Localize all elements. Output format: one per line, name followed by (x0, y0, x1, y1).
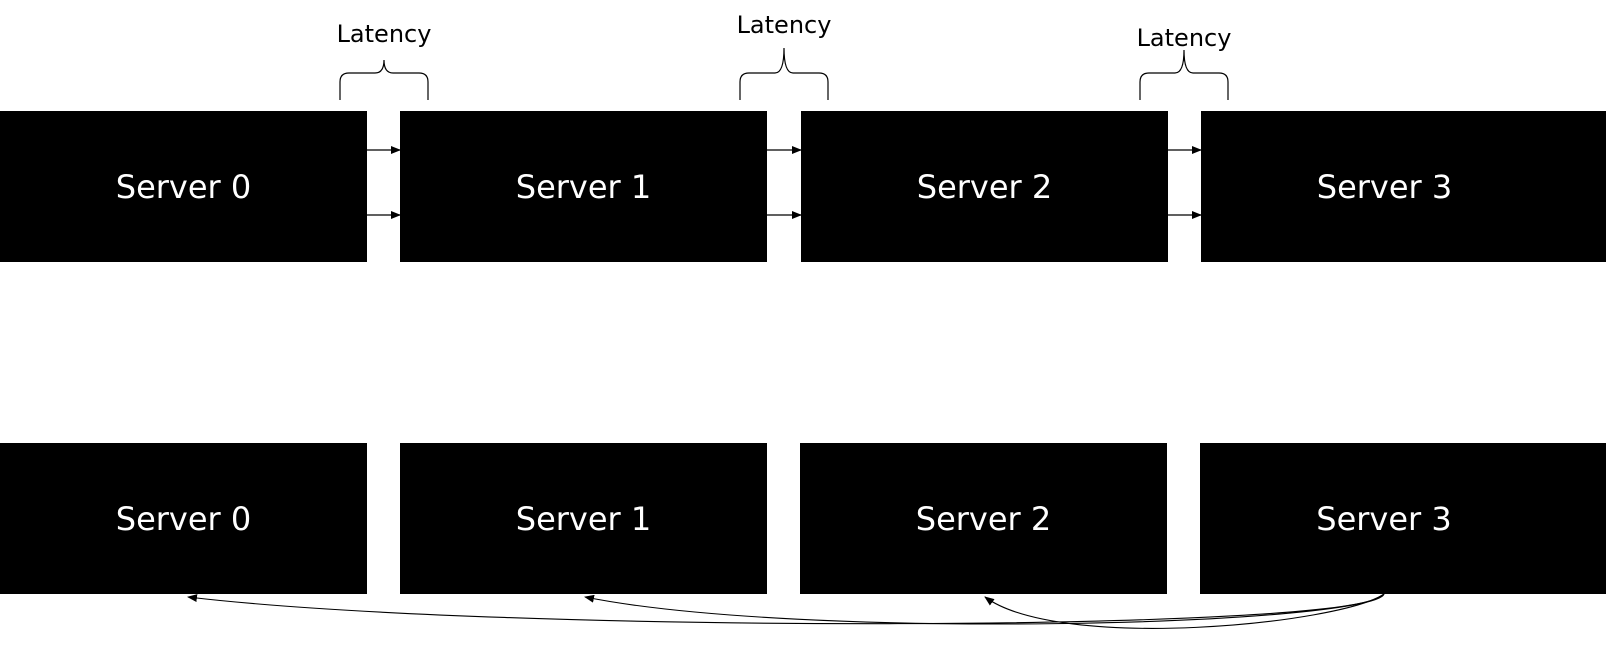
top-server-2: Server 2 (801, 111, 1168, 262)
curve-3-to-0 (187, 593, 1385, 625)
top-server-0-label: Server 0 (115, 167, 252, 206)
bottom-server-1: Server 1 (400, 443, 767, 594)
top-server-3: Server 3 (1201, 111, 1606, 262)
curve-3-to-2 (984, 593, 1385, 629)
bottom-server-0: Server 0 (0, 443, 367, 594)
latency-label-2: Latency (1136, 24, 1232, 52)
top-server-0: Server 0 (0, 111, 367, 262)
bottom-server-2-label: Server 2 (915, 499, 1052, 538)
latency-label-1: Latency (736, 11, 832, 39)
top-server-1-label: Server 1 (515, 167, 652, 206)
bottom-server-3: Server 3 (1200, 443, 1606, 594)
bottom-server-0-label: Server 0 (115, 499, 252, 538)
top-server-2-label: Server 2 (916, 167, 1053, 206)
latency-brace-0 (339, 59, 429, 100)
top-server-3-label: Server 3 (1316, 167, 1453, 206)
latency-label-0: Latency (336, 20, 432, 48)
curve-3-to-1 (584, 593, 1385, 625)
bottom-server-2: Server 2 (800, 443, 1167, 594)
bottom-server-1-label: Server 1 (515, 499, 652, 538)
latency-brace-2 (1139, 49, 1229, 100)
bottom-server-3-label: Server 3 (1316, 499, 1452, 538)
top-server-1: Server 1 (400, 111, 767, 262)
latency-brace-1 (739, 47, 829, 100)
